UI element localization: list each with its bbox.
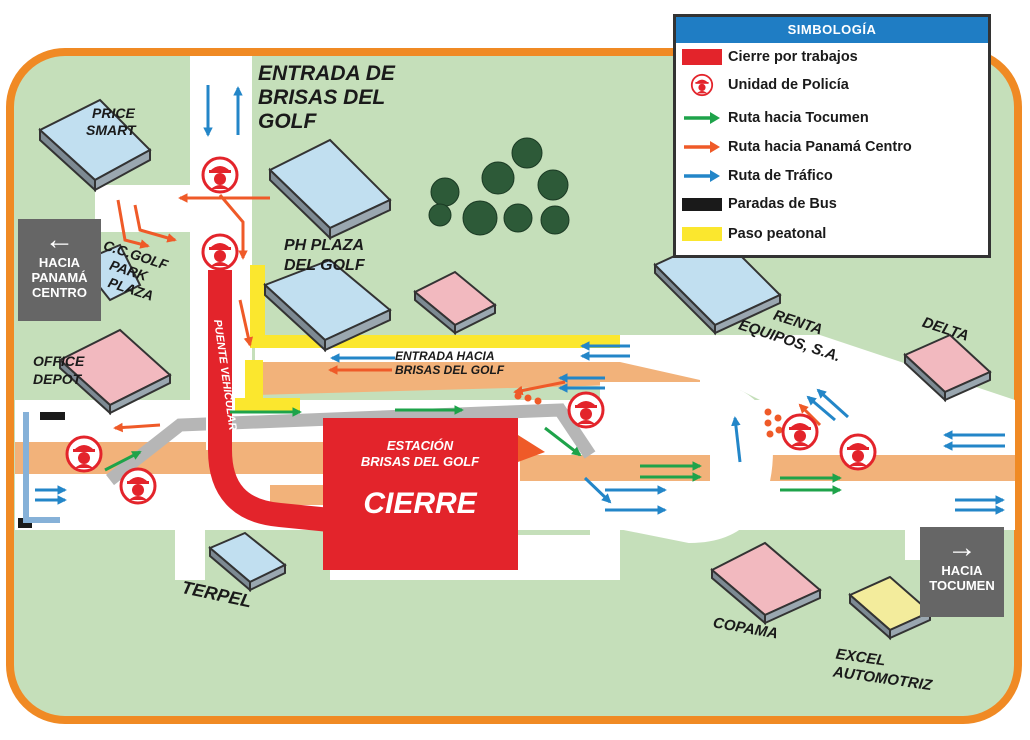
building-terpel bbox=[208, 531, 287, 593]
direction-panama-centro: ← HACIA PANAMÁ CENTRO bbox=[18, 219, 101, 321]
building-office-depot bbox=[58, 328, 172, 416]
label-excel: EXCEL bbox=[835, 646, 887, 670]
legend-label: Ruta de Tráfico bbox=[728, 168, 833, 184]
legend-label: Ruta hacia Panamá Centro bbox=[728, 139, 912, 155]
legend-item-bus: Paradas de Bus bbox=[676, 191, 988, 217]
building-excel bbox=[848, 575, 932, 641]
label-entrada: ENTRADA DE bbox=[258, 62, 396, 85]
legend-label: Paradas de Bus bbox=[728, 196, 837, 212]
barrier bbox=[23, 412, 60, 523]
police-icon bbox=[201, 233, 239, 271]
orange-arrow-icon bbox=[684, 141, 720, 153]
label-price-smart-2: SMART bbox=[86, 122, 137, 138]
legend-label: Cierre por trabajos bbox=[728, 49, 858, 65]
closure-tip bbox=[518, 435, 545, 462]
traffic-arrows bbox=[35, 85, 1005, 515]
black-rectangle-icon bbox=[682, 197, 722, 211]
red-rectangle-icon bbox=[682, 49, 722, 65]
label-price-smart: PRICE bbox=[92, 105, 135, 121]
buildings bbox=[38, 98, 992, 641]
label-estacion-2: BRISAS DEL GOLF bbox=[361, 454, 480, 469]
centro-arrows bbox=[113, 193, 822, 433]
closure-area bbox=[323, 418, 518, 570]
direction-centro-line1: HACIA bbox=[38, 255, 81, 270]
legend-label: Paso peatonal bbox=[728, 226, 827, 242]
tocumen-arrows bbox=[104, 405, 842, 495]
legend-label: Ruta hacia Tocumen bbox=[728, 110, 869, 126]
legend-item-closure: Cierre por trabajos bbox=[676, 44, 988, 70]
police-icon bbox=[567, 391, 605, 429]
direction-tocumen-line1: HACIA bbox=[941, 563, 983, 578]
building-price-smart bbox=[38, 98, 152, 193]
building-delta bbox=[903, 333, 992, 403]
direction-centro-line2: PANAMÁ bbox=[31, 270, 88, 285]
legend-item-centro: Ruta hacia Panamá Centro bbox=[676, 134, 988, 160]
police-icon bbox=[65, 435, 103, 473]
building-copama bbox=[710, 541, 822, 626]
direction-tocumen: → HACIA TOCUMEN bbox=[920, 527, 1004, 617]
police-icon bbox=[839, 433, 877, 471]
label-office-depot: OFFICE bbox=[33, 353, 85, 369]
grey-route bbox=[105, 403, 596, 486]
legend-item-tocumen: Ruta hacia Tocumen bbox=[676, 105, 988, 131]
police-icon bbox=[781, 413, 819, 451]
arrow-right-icon: → bbox=[947, 531, 977, 564]
label-entrada-3: GOLF bbox=[258, 110, 317, 133]
label-ph-plaza-2: DEL GOLF bbox=[284, 257, 366, 274]
building-entrada bbox=[268, 138, 392, 241]
closed-bridge bbox=[208, 270, 332, 532]
pedestrian-crossings bbox=[235, 265, 620, 412]
legend-item-pedestrian: Paso peatonal bbox=[676, 221, 988, 247]
label-estacion: ESTACIÓN bbox=[387, 438, 454, 453]
legend-title: SIMBOLOGÍA bbox=[676, 17, 988, 43]
legend-label: Unidad de Policía bbox=[728, 77, 849, 93]
building-pink-mid bbox=[413, 270, 497, 336]
legend-item-police: Unidad de Policía bbox=[676, 72, 988, 98]
police-icon bbox=[201, 156, 239, 194]
label-cierre: CIERRE bbox=[363, 487, 477, 520]
police-icon bbox=[690, 73, 714, 97]
label-ph-plaza: PH PLAZA bbox=[284, 237, 364, 254]
building-ph-plaza bbox=[263, 258, 392, 353]
arrow-left-icon: ← bbox=[44, 223, 75, 256]
green-arrow-icon bbox=[684, 112, 720, 124]
label-entrada-2: BRISAS DEL bbox=[258, 86, 385, 109]
blue-arrow-icon bbox=[684, 170, 720, 182]
label-entrada-hacia: ENTRADA HACIA bbox=[395, 349, 495, 363]
police-icon bbox=[119, 467, 157, 505]
loop-ramp bbox=[587, 382, 774, 544]
traffic-cones bbox=[514, 392, 783, 438]
legend: SIMBOLOGÍA Cierre por trabajos Unidad de… bbox=[673, 14, 991, 258]
legend-item-traffic: Ruta de Tráfico bbox=[676, 163, 988, 189]
trees bbox=[428, 137, 570, 236]
label-entrada-hacia-2: BRISAS DEL GOLF bbox=[395, 363, 505, 377]
yellow-rectangle-icon bbox=[682, 227, 722, 241]
label-office-depot-2: DEPOT bbox=[33, 371, 83, 387]
direction-tocumen-line2: TOCUMEN bbox=[929, 578, 995, 593]
direction-centro-line3: CENTRO bbox=[32, 285, 87, 300]
